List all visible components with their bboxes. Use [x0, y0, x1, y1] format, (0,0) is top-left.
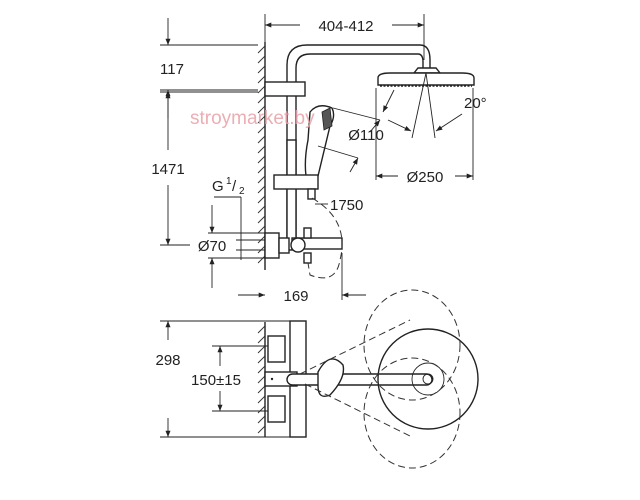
dim-connection-spacing: 150±15	[191, 345, 268, 412]
hose-length-label: 1750	[330, 197, 363, 214]
head-shower-top	[363, 289, 479, 469]
watermark: stroymarket.by	[190, 108, 315, 129]
dim-top-offset: 117	[160, 18, 258, 118]
dim-hand-shower: Ø110	[317, 107, 384, 173]
arm-reach-label: 404-412	[318, 18, 373, 35]
dim-height: 1471	[151, 91, 258, 246]
mixer-projection-label: 169	[283, 288, 308, 305]
wall-side	[257, 42, 266, 270]
shower-arm-top	[286, 319, 433, 437]
connection-spacing-label: 150±15	[191, 372, 241, 389]
height-label: 1471	[151, 161, 184, 178]
dim-hose-length: 1750	[315, 197, 363, 214]
svg-text:/: /	[232, 178, 237, 195]
dim-mixer-projection: 169	[238, 253, 366, 305]
dim-spray-angle: 20°	[387, 72, 487, 139]
wall-top	[257, 322, 266, 437]
head-shower	[377, 67, 475, 87]
pipe-diameter-label: Ø70	[198, 238, 226, 255]
thread-label: G	[212, 178, 224, 195]
svg-text:G: G	[212, 178, 224, 195]
top-view: 298 150±15	[155, 289, 479, 469]
thread-den: 2	[239, 186, 245, 197]
shower-arm	[264, 44, 431, 250]
dim-arm-reach: 404-412	[264, 14, 425, 60]
slide-rail	[273, 139, 319, 251]
side-view: 404-412 117 1471 G 1 / 2	[151, 14, 487, 305]
hand-shower-diameter-label: Ø110	[348, 127, 384, 144]
top-offset-label: 117	[160, 61, 184, 78]
spray-angle-label: 20°	[464, 95, 487, 112]
overall-width-label: 298	[155, 352, 180, 369]
dim-head-shower: Ø250	[375, 88, 474, 186]
thermostat-mixer	[264, 197, 343, 279]
head-shower-diameter-label: Ø250	[407, 169, 444, 186]
hand-shower	[304, 105, 335, 177]
thread-num: 1	[226, 176, 232, 187]
dim-thread: G 1 / 2	[212, 176, 265, 260]
dim-overall-width: 298	[155, 320, 290, 438]
dim-pipe-diameter: Ø70	[198, 205, 265, 288]
